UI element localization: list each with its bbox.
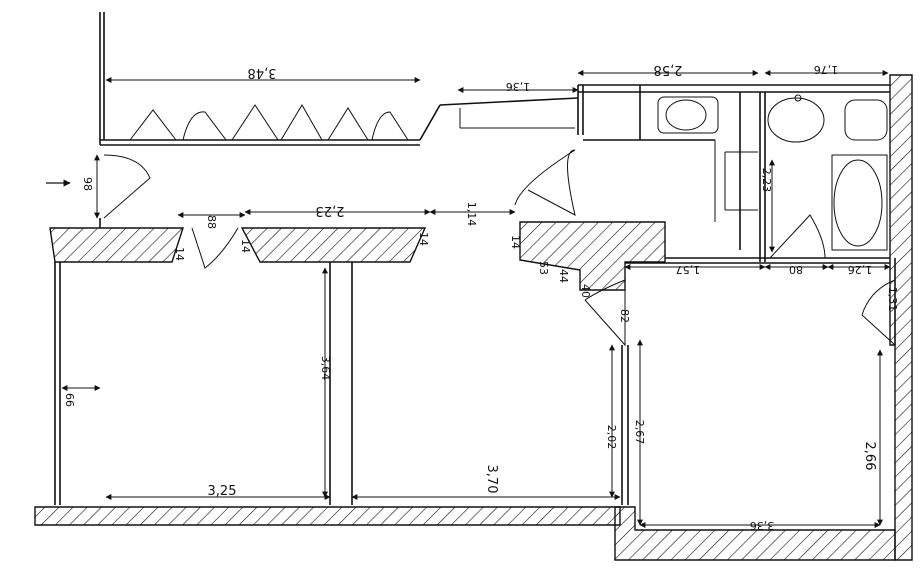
door-swings (103, 149, 896, 347)
label-room3-gap: 80 (789, 263, 803, 276)
label-bath-depth: 2,23 (760, 168, 773, 193)
label-door-a: 88 (205, 215, 218, 229)
wall-kitchen-block (519, 221, 666, 291)
wall-bottom-right (614, 506, 896, 561)
label-room1-width: 3,25 (208, 484, 237, 499)
hatched-walls (34, 74, 913, 561)
label-post-right: 14 (417, 232, 430, 246)
label-corridor-length: 2,23 (316, 203, 345, 218)
label-room1-depth: 3,64 (319, 356, 332, 381)
label-room3-left: 2,02 (605, 425, 618, 450)
label-bath-length: 2,58 (654, 62, 683, 77)
label-wc-length: 1,76 (814, 63, 839, 76)
label-wc-width: 1,26 (848, 263, 873, 276)
label-small-b: 44 (557, 269, 570, 283)
label-post-mid: 14 (239, 239, 252, 253)
closet-doors (129, 104, 409, 141)
label-entry-door: 98 (81, 177, 94, 191)
label-kitchen-post: 14 (509, 235, 522, 249)
partitions (54, 12, 896, 505)
label-wc-door: 1,31 (886, 287, 899, 312)
label-room3-bottom: 3,36 (750, 519, 775, 532)
label-left-wall: 66 (63, 393, 76, 407)
label-room2-width: 3,70 (484, 465, 499, 494)
fixtures (657, 94, 888, 251)
dimension-lines (61, 70, 891, 528)
label-post-left: 14 (173, 247, 186, 261)
label-room3-inner: 2,67 (633, 420, 646, 445)
dimension-labels: 3,48 1,36 2,58 1,76 98 88 2,23 14 14 14 … (63, 62, 899, 532)
wall-mid-left (49, 227, 184, 263)
label-corr-width: 1,14 (465, 202, 478, 227)
wall-mid-center (240, 227, 427, 263)
wall-right (889, 74, 913, 561)
label-small-a: 53 (537, 261, 550, 275)
label-hall-top-length: 3,48 (248, 65, 277, 80)
label-room3-top: 1,57 (676, 263, 701, 276)
label-room3-right: 2,66 (862, 442, 877, 471)
wall-bottom-left (34, 506, 621, 526)
label-door-diag: 82 (618, 309, 631, 323)
label-small-c: 40 (579, 284, 592, 298)
label-closet-length: 1,36 (506, 80, 531, 93)
